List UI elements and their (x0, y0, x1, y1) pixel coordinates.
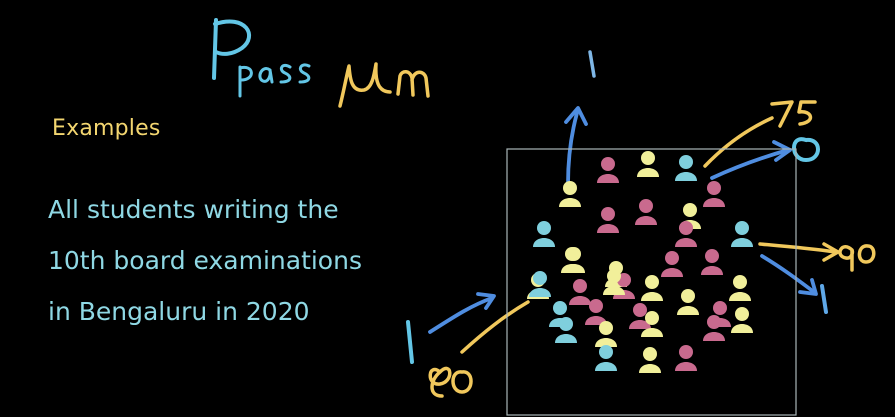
arrow-to-one-right (760, 254, 816, 294)
student-icon (661, 251, 683, 277)
arrow-to-90 (758, 242, 838, 254)
arrow-to-one-right-head (798, 278, 818, 296)
student-icon (595, 345, 617, 371)
student-icon (637, 151, 659, 177)
student-icon (675, 155, 697, 181)
arrow-up (566, 111, 579, 186)
curve-to-75 (703, 116, 774, 168)
student-icon (677, 289, 699, 315)
student-icon (595, 321, 617, 347)
arrow-from-one-left (428, 296, 494, 334)
student-icon (703, 315, 725, 341)
description-line: 10th board examinations (48, 246, 362, 275)
student-icon (563, 247, 585, 273)
arrow-to-zero-head (772, 140, 792, 162)
student-icon (597, 157, 619, 183)
example-description: All students writing the 10th board exam… (48, 184, 362, 337)
label-90 (838, 244, 876, 272)
student-icon (701, 249, 723, 275)
student-icon (559, 181, 581, 207)
student-icon (629, 303, 651, 329)
student-icon (641, 275, 663, 301)
arrow-to-90-head (822, 242, 840, 262)
label-75 (770, 100, 817, 128)
student-icon (703, 181, 725, 207)
student-icon (603, 269, 625, 295)
description-line: in Bengaluru in 2020 (48, 297, 310, 326)
arrow-up-head (564, 106, 588, 126)
student-icon (533, 221, 555, 247)
student-icon (731, 307, 753, 333)
arrow-from-one-left-head (476, 292, 496, 310)
student-crowd (527, 151, 753, 373)
population-frame (506, 148, 797, 416)
student-icon (597, 207, 619, 233)
description-line: All students writing the (48, 195, 339, 224)
student-icon (529, 271, 551, 297)
arrow-to-zero (710, 148, 790, 180)
student-icon (569, 279, 591, 305)
label-80 (428, 366, 473, 398)
student-icon (675, 345, 697, 371)
label-one-left (406, 320, 414, 364)
symbol-mu-m (338, 62, 430, 108)
curve-from-80 (460, 300, 530, 354)
student-icon (639, 347, 661, 373)
label-one-top (588, 50, 596, 78)
symbol-p-pass (212, 18, 311, 98)
student-icon (555, 317, 577, 343)
student-icon (731, 221, 753, 247)
label-one-right (820, 284, 828, 314)
student-icon (675, 221, 697, 247)
label-zero (792, 137, 820, 162)
student-icon (641, 311, 663, 337)
student-icon (729, 275, 751, 301)
examples-heading: Examples (52, 116, 161, 141)
student-icon (635, 199, 657, 225)
